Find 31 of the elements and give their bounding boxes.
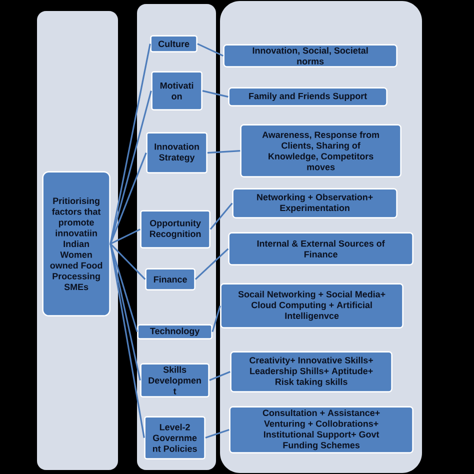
connector-line — [207, 150, 240, 154]
text-box: Innovation Strategy — [146, 132, 208, 174]
connector-line — [194, 248, 229, 280]
text-box: Family and Friends Support — [228, 87, 388, 106]
text-box: Pritiorising factors that promote innovatiin Indian Women owned Food Processing SMEs — [42, 171, 110, 316]
connector-line — [110, 44, 151, 244]
text-box: Socail Networking + Social Media+ Cloud Computing + Artificial Intelligenvce — [220, 283, 404, 328]
connector-line — [110, 90, 152, 244]
text-box: Internal & External Sources of Finance — [228, 232, 414, 266]
text-box: Consultation + Assistance+ Venturing + Collobrations+ Institutional Support+ Govt Funding Schemes — [229, 406, 414, 454]
text-box: Technology — [137, 324, 212, 340]
text-box: Awareness, Response from Clients, Sharing of Knowledge, Competitors moves — [240, 124, 402, 178]
text-box: Skills Developmen t — [140, 363, 210, 398]
connector-line — [110, 228, 140, 245]
connector-line — [110, 244, 138, 332]
connector-line — [110, 243, 146, 280]
text-box: Creativity+ Innovative Skills+ Leadership Shills+ Aptitude+ Risk taking skills — [230, 351, 392, 392]
text-box: Opportunity Recognition — [140, 210, 210, 248]
text-box: Level-2 Governme nt Policies — [144, 416, 206, 460]
connector-line — [205, 429, 230, 439]
text-box: Motivati on — [151, 71, 202, 110]
connector-line — [209, 371, 230, 382]
text-box: Innovation, Social, Societal norms — [223, 44, 398, 68]
text-box: Networking + Observation+ Experimentation — [232, 188, 398, 218]
text-box: Finance — [145, 268, 196, 290]
connector-line — [212, 306, 221, 332]
text-box: Culture — [150, 35, 198, 52]
connector-line — [202, 90, 228, 98]
connector-line — [110, 152, 147, 244]
connector-line — [110, 244, 141, 380]
connector-line — [210, 202, 233, 230]
